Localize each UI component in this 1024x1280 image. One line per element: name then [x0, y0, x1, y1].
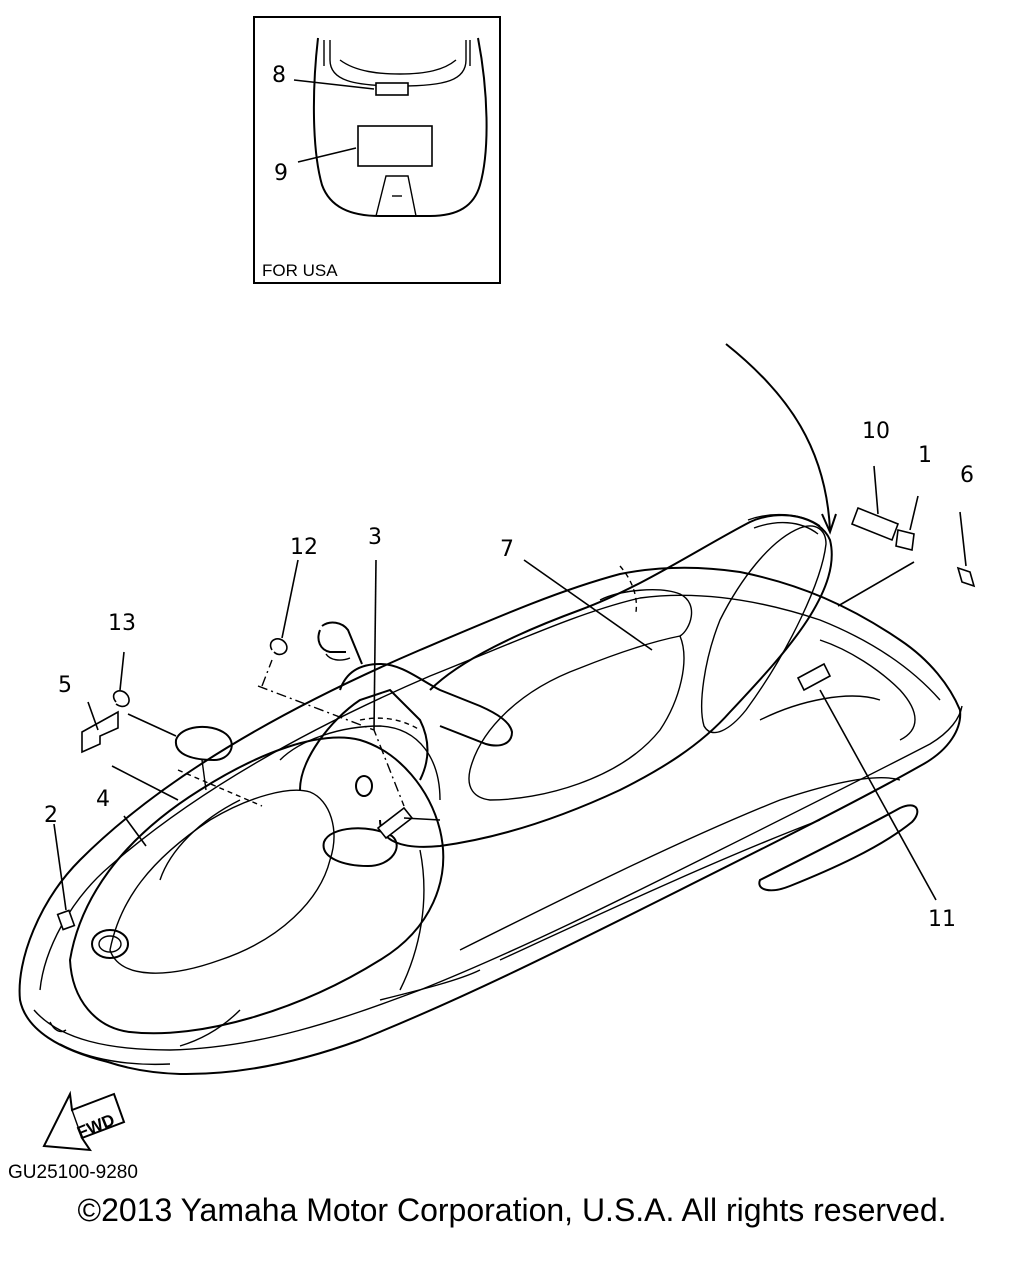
forward-arrow: FWD — [42, 1090, 126, 1152]
callout-2: 2 — [44, 803, 58, 828]
callout-13: 13 — [108, 611, 136, 636]
callout-11: 11 — [928, 907, 956, 932]
callout-12: 12 — [290, 535, 318, 560]
callout-1: 1 — [918, 443, 932, 468]
callout-3: 3 — [368, 525, 382, 550]
seat-shape — [379, 514, 833, 848]
callout-9: 9 — [274, 161, 288, 186]
copyright-notice: ©2013 Yamaha Motor Corporation, U.S.A. A… — [77, 1192, 947, 1228]
headlight-shape — [91, 929, 129, 959]
inset-pointer-arrow — [725, 343, 831, 531]
callout-7: 7 — [500, 537, 514, 562]
decal-13-clip — [112, 690, 130, 708]
decal-2 — [56, 909, 76, 931]
decal-3 — [376, 806, 414, 840]
callout-5: 5 — [58, 673, 72, 698]
callout-10: 10 — [862, 419, 890, 444]
mirror-right-shape — [322, 827, 398, 868]
decal-8-inset — [375, 82, 409, 96]
forward-arrow-label: FWD — [74, 1110, 117, 1142]
decal-1 — [895, 529, 915, 551]
callout-4: 4 — [96, 787, 110, 812]
decal-9-inset — [357, 125, 433, 167]
decal-10 — [850, 506, 900, 542]
diagram-code: GU25100-9280 — [8, 1162, 138, 1183]
decal-5 — [81, 710, 119, 754]
mirror-left-shape — [174, 725, 233, 762]
callout-8: 8 — [272, 63, 286, 88]
callout-6: 6 — [960, 463, 974, 488]
decal-11 — [796, 662, 832, 692]
decal-6 — [956, 566, 976, 588]
inset-label: FOR USA — [262, 261, 338, 280]
decal-12-clip — [269, 638, 288, 656]
inset-panel: 8 9 FOR USA — [253, 16, 501, 284]
watercraft-outline — [18, 513, 963, 1076]
